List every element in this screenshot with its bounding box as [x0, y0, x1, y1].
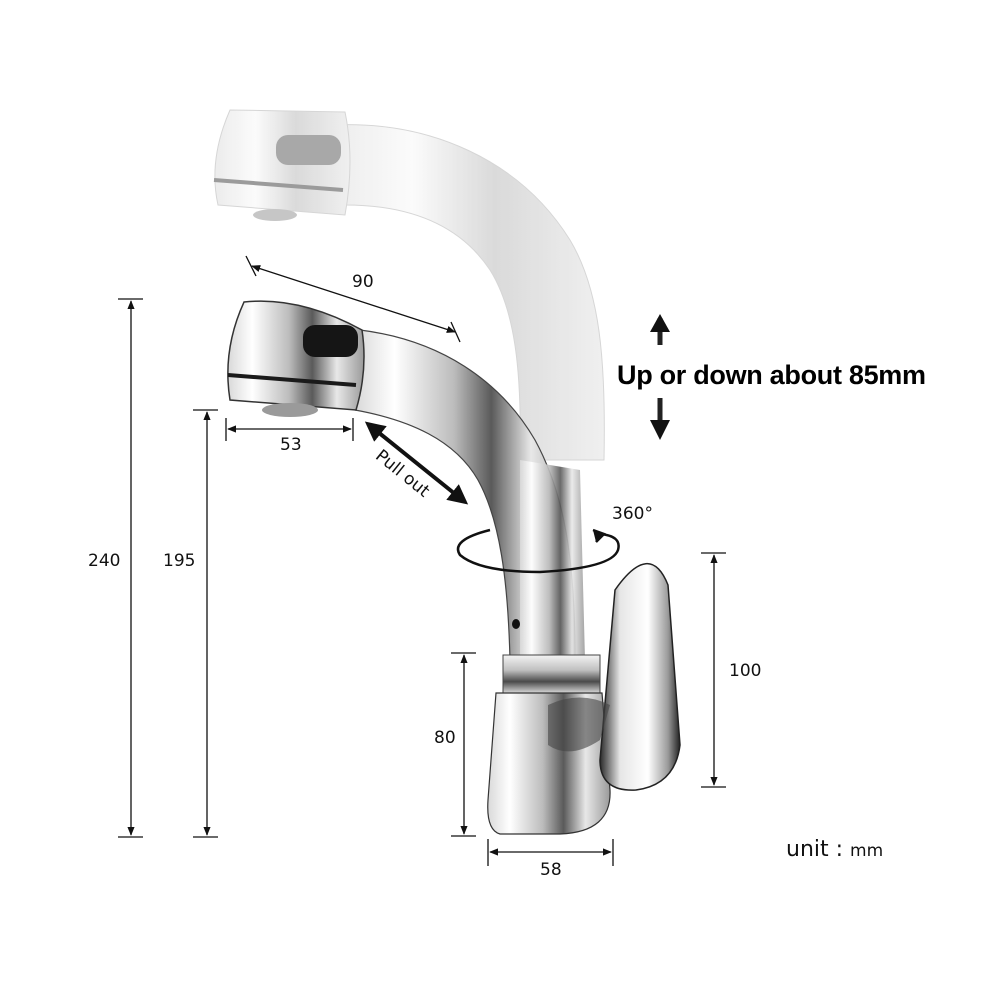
- dim-base-width: 58: [540, 860, 562, 880]
- rotation-indicator: [456, 528, 620, 574]
- raised-spout-ghost: [213, 109, 605, 461]
- faucet-body: [487, 563, 681, 835]
- dim-spout-height: 195: [163, 551, 196, 571]
- dim-total-height: 240: [88, 551, 121, 571]
- dim-sprayer-width: 53: [280, 435, 302, 455]
- unit-value: mm: [850, 841, 884, 861]
- dimension-lines: [118, 255, 726, 866]
- dim-handle-height: 100: [729, 661, 762, 681]
- unit-note: unit : mm: [786, 837, 883, 862]
- pull-out-arrow: [364, 421, 469, 505]
- unit-label: unit :: [786, 837, 844, 862]
- height-adjust-label: Up or down about 85mm: [617, 360, 926, 390]
- rotation-label: 360°: [612, 504, 653, 524]
- dim-body-height: 80: [434, 728, 456, 748]
- height-adjust-arrows: [650, 314, 670, 440]
- dim-spout-reach: 90: [352, 272, 374, 292]
